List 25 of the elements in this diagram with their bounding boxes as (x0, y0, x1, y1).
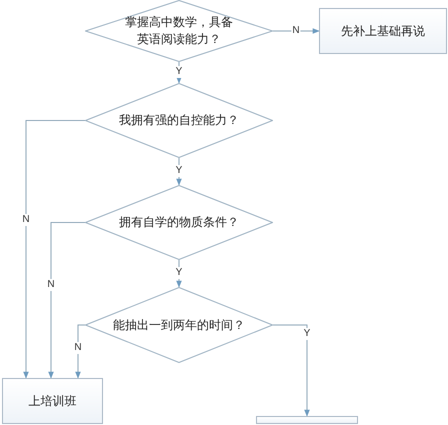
edge-label: Y (174, 165, 184, 177)
process-box (319, 8, 447, 54)
edge-label: N (21, 214, 31, 226)
edge-label: N (46, 279, 56, 291)
decision-diamond (85, 287, 273, 363)
node-text: 上培训班 (28, 392, 76, 410)
arrow (272, 324, 310, 417)
process-box (2, 378, 103, 424)
decision-diamond (85, 83, 273, 158)
node-text: 拥有自学的物质条件？ (119, 214, 239, 231)
decision-diamond (85, 185, 273, 260)
node-text: 先补上基础再说 (341, 22, 425, 40)
edge-label: N (73, 342, 83, 354)
arrow (75, 324, 86, 379)
node-text: 我拥有强的自控能力？ (119, 112, 239, 129)
edge-label: Y (174, 267, 184, 279)
arrow (23, 120, 86, 379)
arrow (272, 28, 320, 34)
decision-diamond (85, 0, 273, 62)
process-box (256, 416, 358, 424)
node-text: 掌握高中数学，具备英语阅读能力？ (124, 14, 234, 48)
edge-label: Y (174, 66, 184, 78)
arrow (48, 222, 86, 379)
node-text: 能抽出一到两年的时间？ (113, 316, 245, 334)
edge-label: Y (302, 328, 312, 340)
